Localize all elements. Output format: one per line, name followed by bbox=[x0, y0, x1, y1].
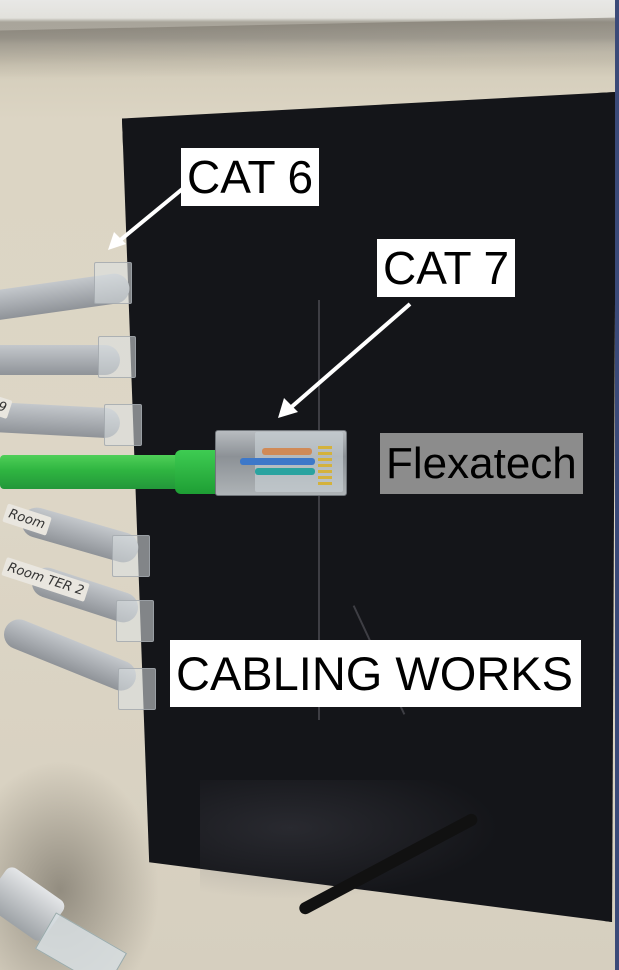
contact-pin bbox=[318, 452, 332, 455]
contact-pin bbox=[318, 476, 332, 479]
rj45-plug-cat6 bbox=[116, 600, 154, 642]
wall-trim-shadow bbox=[0, 17, 619, 81]
contact-pin bbox=[318, 446, 332, 449]
switch-scratch bbox=[318, 300, 320, 720]
contact-pin bbox=[318, 464, 332, 467]
arrowhead-icon bbox=[108, 232, 126, 250]
wire-blue bbox=[240, 458, 315, 465]
label-company-cabling-works: CABLING WORKS bbox=[170, 640, 581, 707]
right-edge-strip bbox=[615, 0, 619, 970]
label-cat6: CAT 6 bbox=[181, 148, 320, 206]
label-brand-flexatech: Flexatech bbox=[380, 433, 583, 494]
grey-cable bbox=[0, 401, 121, 439]
wire-orange bbox=[262, 448, 312, 455]
contact-pin bbox=[318, 482, 332, 485]
rj45-plug-cat6 bbox=[104, 404, 142, 446]
rj45-plug-cat6 bbox=[112, 535, 150, 577]
network-switch-body bbox=[122, 92, 616, 922]
rj45-plug-cat6 bbox=[94, 262, 132, 304]
wire-teal bbox=[255, 468, 315, 475]
rj45-plug-cat6 bbox=[118, 668, 156, 710]
label-cat7: CAT 7 bbox=[377, 239, 516, 297]
rj45-plug-cat6 bbox=[98, 336, 136, 378]
contact-pin bbox=[318, 458, 332, 461]
contact-pin bbox=[318, 470, 332, 473]
